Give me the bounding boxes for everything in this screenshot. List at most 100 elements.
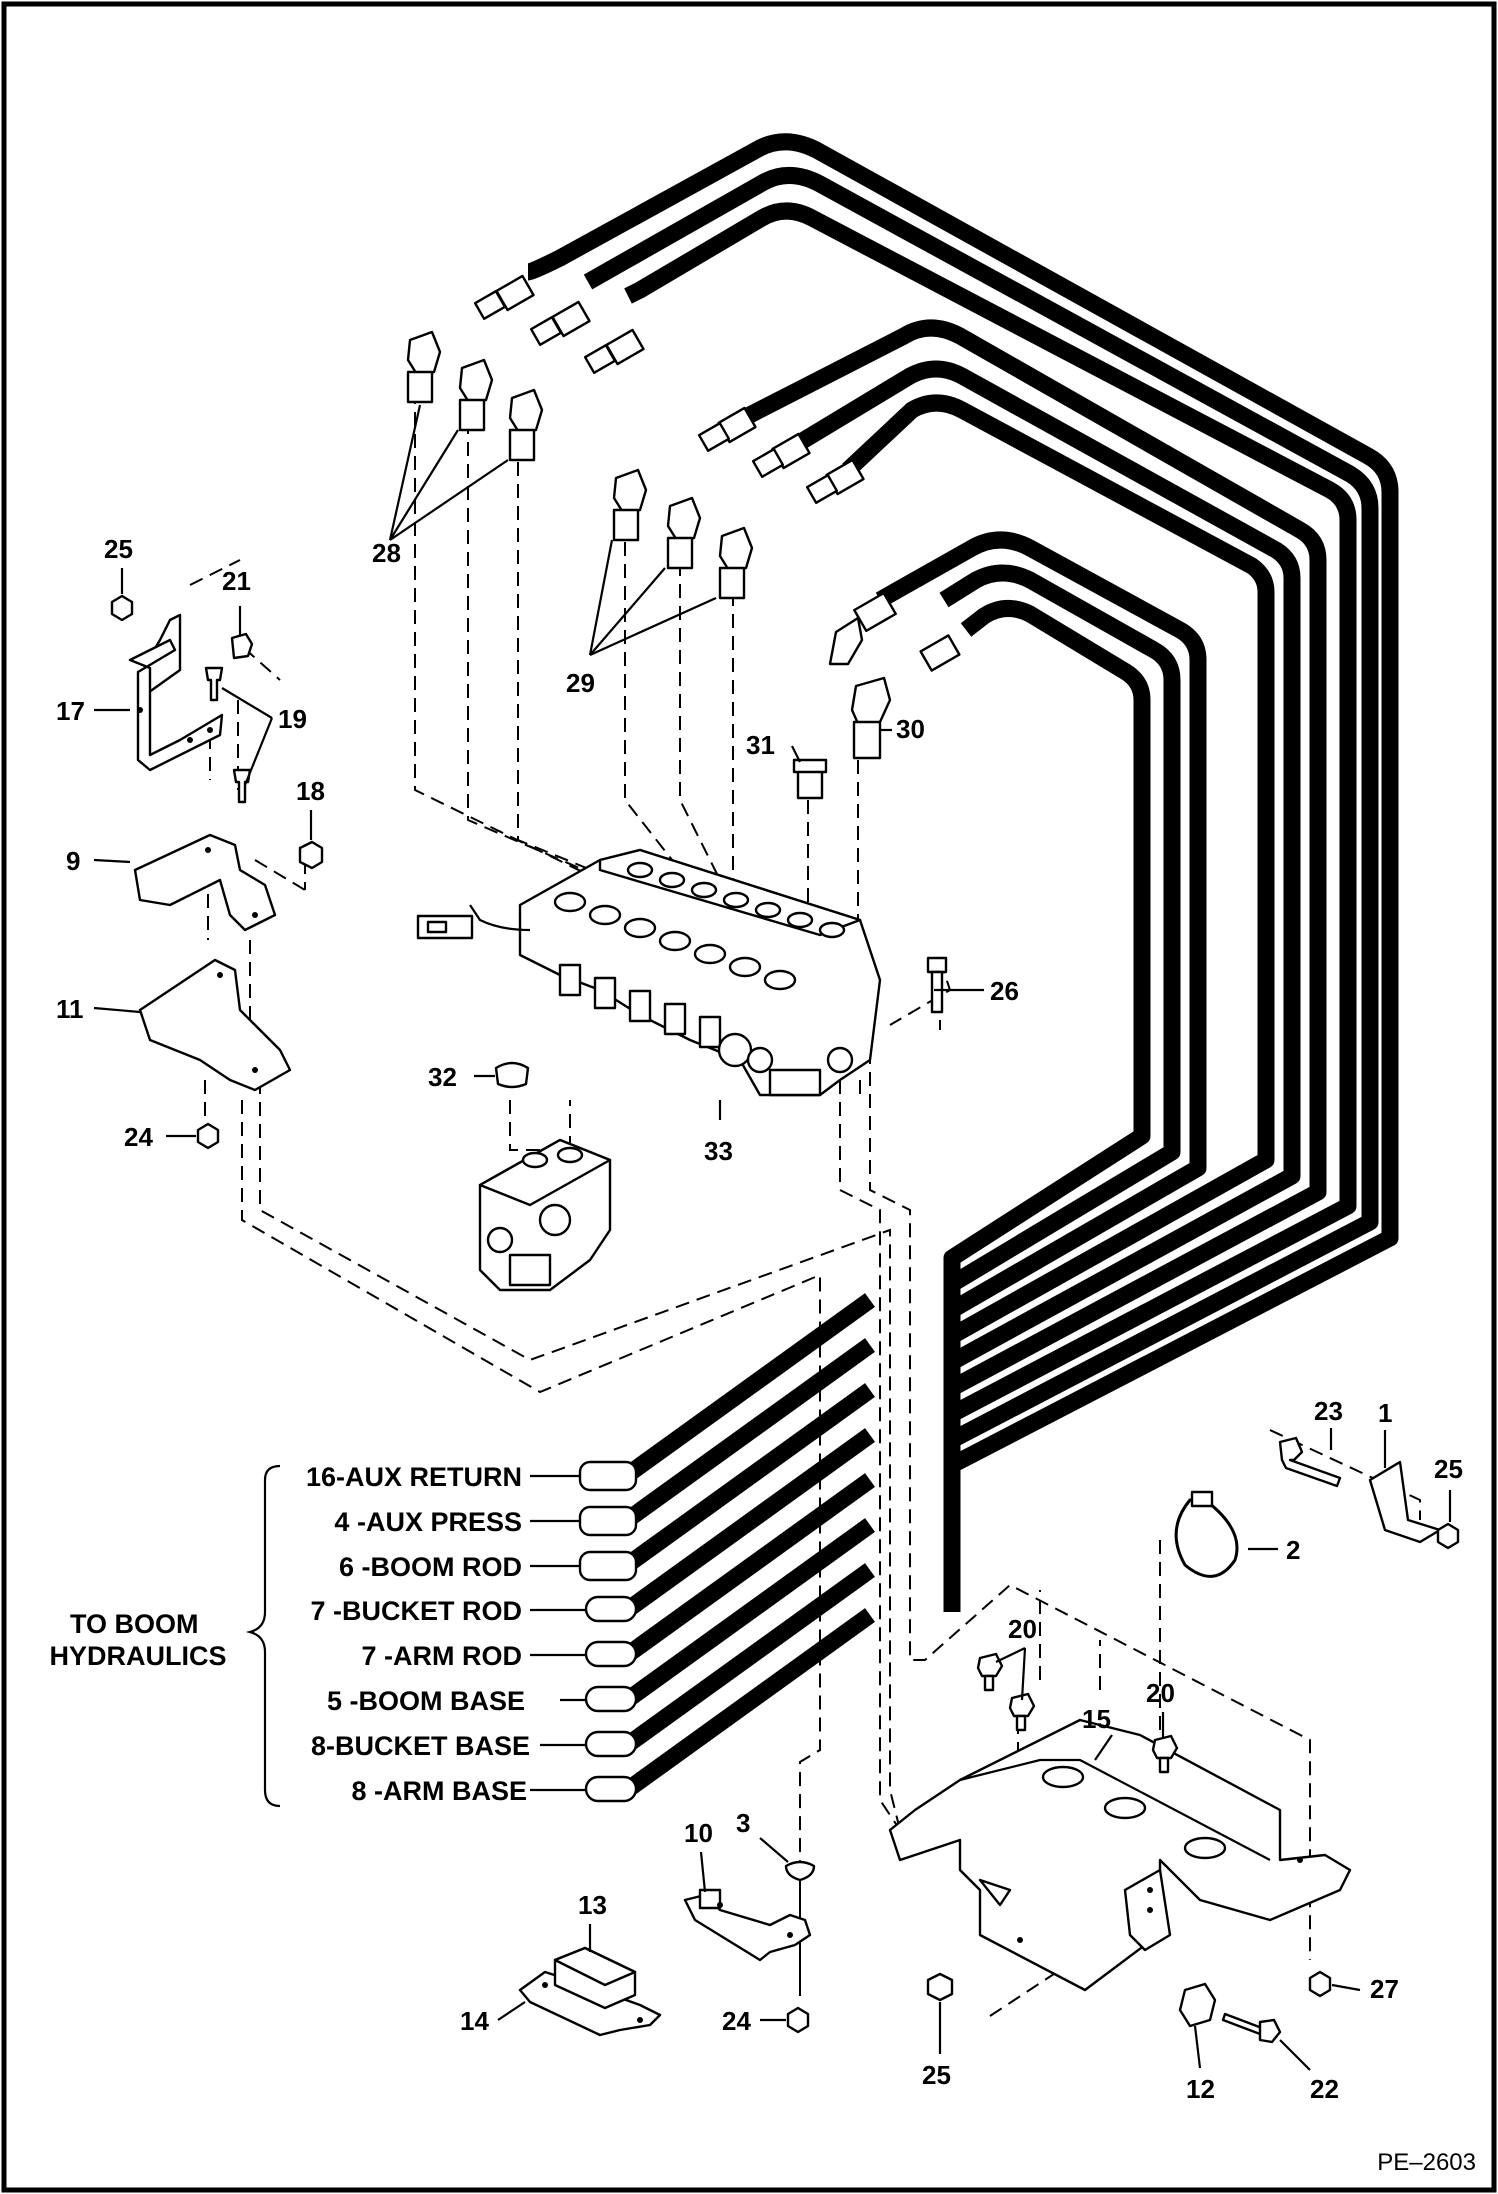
fitting-body [852,720,882,760]
fitting-body [458,398,486,432]
dash-line [241,1100,821,1990]
elbow-fitting [718,526,754,574]
bolt-hole [252,912,258,918]
valve-port [588,904,622,926]
callout-32: 32 [428,1062,457,1092]
fittings-29 [612,468,754,600]
leader [1193,2025,1202,2069]
hose-fitting [584,1730,638,1758]
valve-port [818,921,846,939]
valve-port [754,901,782,919]
nut-25 [110,594,134,622]
hose-8 [939,564,1181,1392]
hose-fitting [584,1595,638,1623]
callout-2: 2 [1286,1535,1300,1565]
valve-base [508,1253,552,1287]
fitting-elbow [828,616,864,666]
valve-port [658,930,692,952]
dash-line [414,390,641,901]
group-label: TO BOOM HYDRAULICS [49,1609,226,1671]
bolt-26 [926,956,948,1014]
callout-11: 11 [56,994,84,1024]
valve-port [556,1146,584,1164]
hose-5 [789,360,1301,1488]
bolt-22-head [1258,2018,1282,2044]
elbow-fitting [458,358,494,406]
hose-4 [736,319,1327,1518]
callout-21: 21 [222,566,251,596]
dash-line [989,1969,1061,2017]
plate-hardware [926,1652,1332,2044]
fitting-body [666,536,694,570]
leader [389,429,459,541]
leader [589,596,717,657]
hose-label-bucket-rod: 7 -BUCKET ROD [310,1596,522,1626]
valve-spool [593,976,617,1010]
fitting-body [612,508,640,542]
lower-hose-5 [625,1473,875,1660]
valve-port [690,881,718,899]
fitting [697,422,731,452]
leader [497,2001,526,2021]
callout-13: 13 [578,1890,607,1920]
valve-port [763,969,797,991]
fitting [529,316,563,346]
bracket [128,638,224,772]
bolt-19 [232,768,252,804]
bolt-19 [204,666,224,702]
valve-plug [486,1226,514,1254]
valve-port [722,891,750,909]
leader [791,745,801,763]
bolt-hole [542,1982,548,1988]
leader [93,858,131,864]
strap-2 [1174,1498,1239,1578]
valve-port [623,917,657,939]
elbow-fitting [612,468,648,516]
leader [1279,2039,1311,2071]
group-brace [245,1464,281,1808]
valve-base [768,1068,822,1097]
spacer-12 [1178,1982,1217,2028]
callout-25c: 25 [922,2060,951,2090]
bracket [133,833,277,932]
bracket-17 [128,613,224,772]
valve-plug [717,1032,753,1068]
bolt-hole [207,727,213,733]
bolt-hole [187,737,193,743]
mounting-plate-15 [888,1718,1352,1992]
dash-line [189,559,241,586]
hose-9 [943,600,1151,1360]
dash-line [869,1050,1311,1960]
callout-33: 33 [704,1136,733,1166]
fitting [751,448,785,478]
valve-plug [826,1046,854,1074]
fitting-nut [792,758,828,774]
bolt-20-shank [1158,1756,1170,1774]
callout-12: 12 [1186,2074,1215,2104]
lower-hose-6 [625,1518,875,1705]
lower-hose-1 [625,1293,875,1480]
nut-21 [230,632,254,660]
elbow-fitting [666,496,702,544]
dash-line [467,420,701,921]
lower-hose-8 [625,1608,875,1795]
plate [888,1718,1352,1992]
plate-tab [978,1878,1012,1907]
fitting [919,634,961,672]
callout-24a: 24 [124,1122,153,1152]
callout-3: 3 [736,1808,750,1838]
callout-26: 26 [990,976,1019,1006]
fitting-31 [792,758,828,800]
callout-9: 9 [66,846,80,876]
callout-28: 28 [372,538,401,568]
valve-spool [663,1002,687,1036]
hose-2 [583,167,1379,1580]
nut-24 [786,2006,810,2034]
hose-3 [624,202,1357,1550]
callout-27: 27 [1370,1974,1399,2004]
leader [995,1647,1026,1663]
hose-bundle-lower [625,1293,875,1795]
bolt-hole [1147,1887,1153,1893]
callout-15: 15 [1082,1704,1111,1734]
